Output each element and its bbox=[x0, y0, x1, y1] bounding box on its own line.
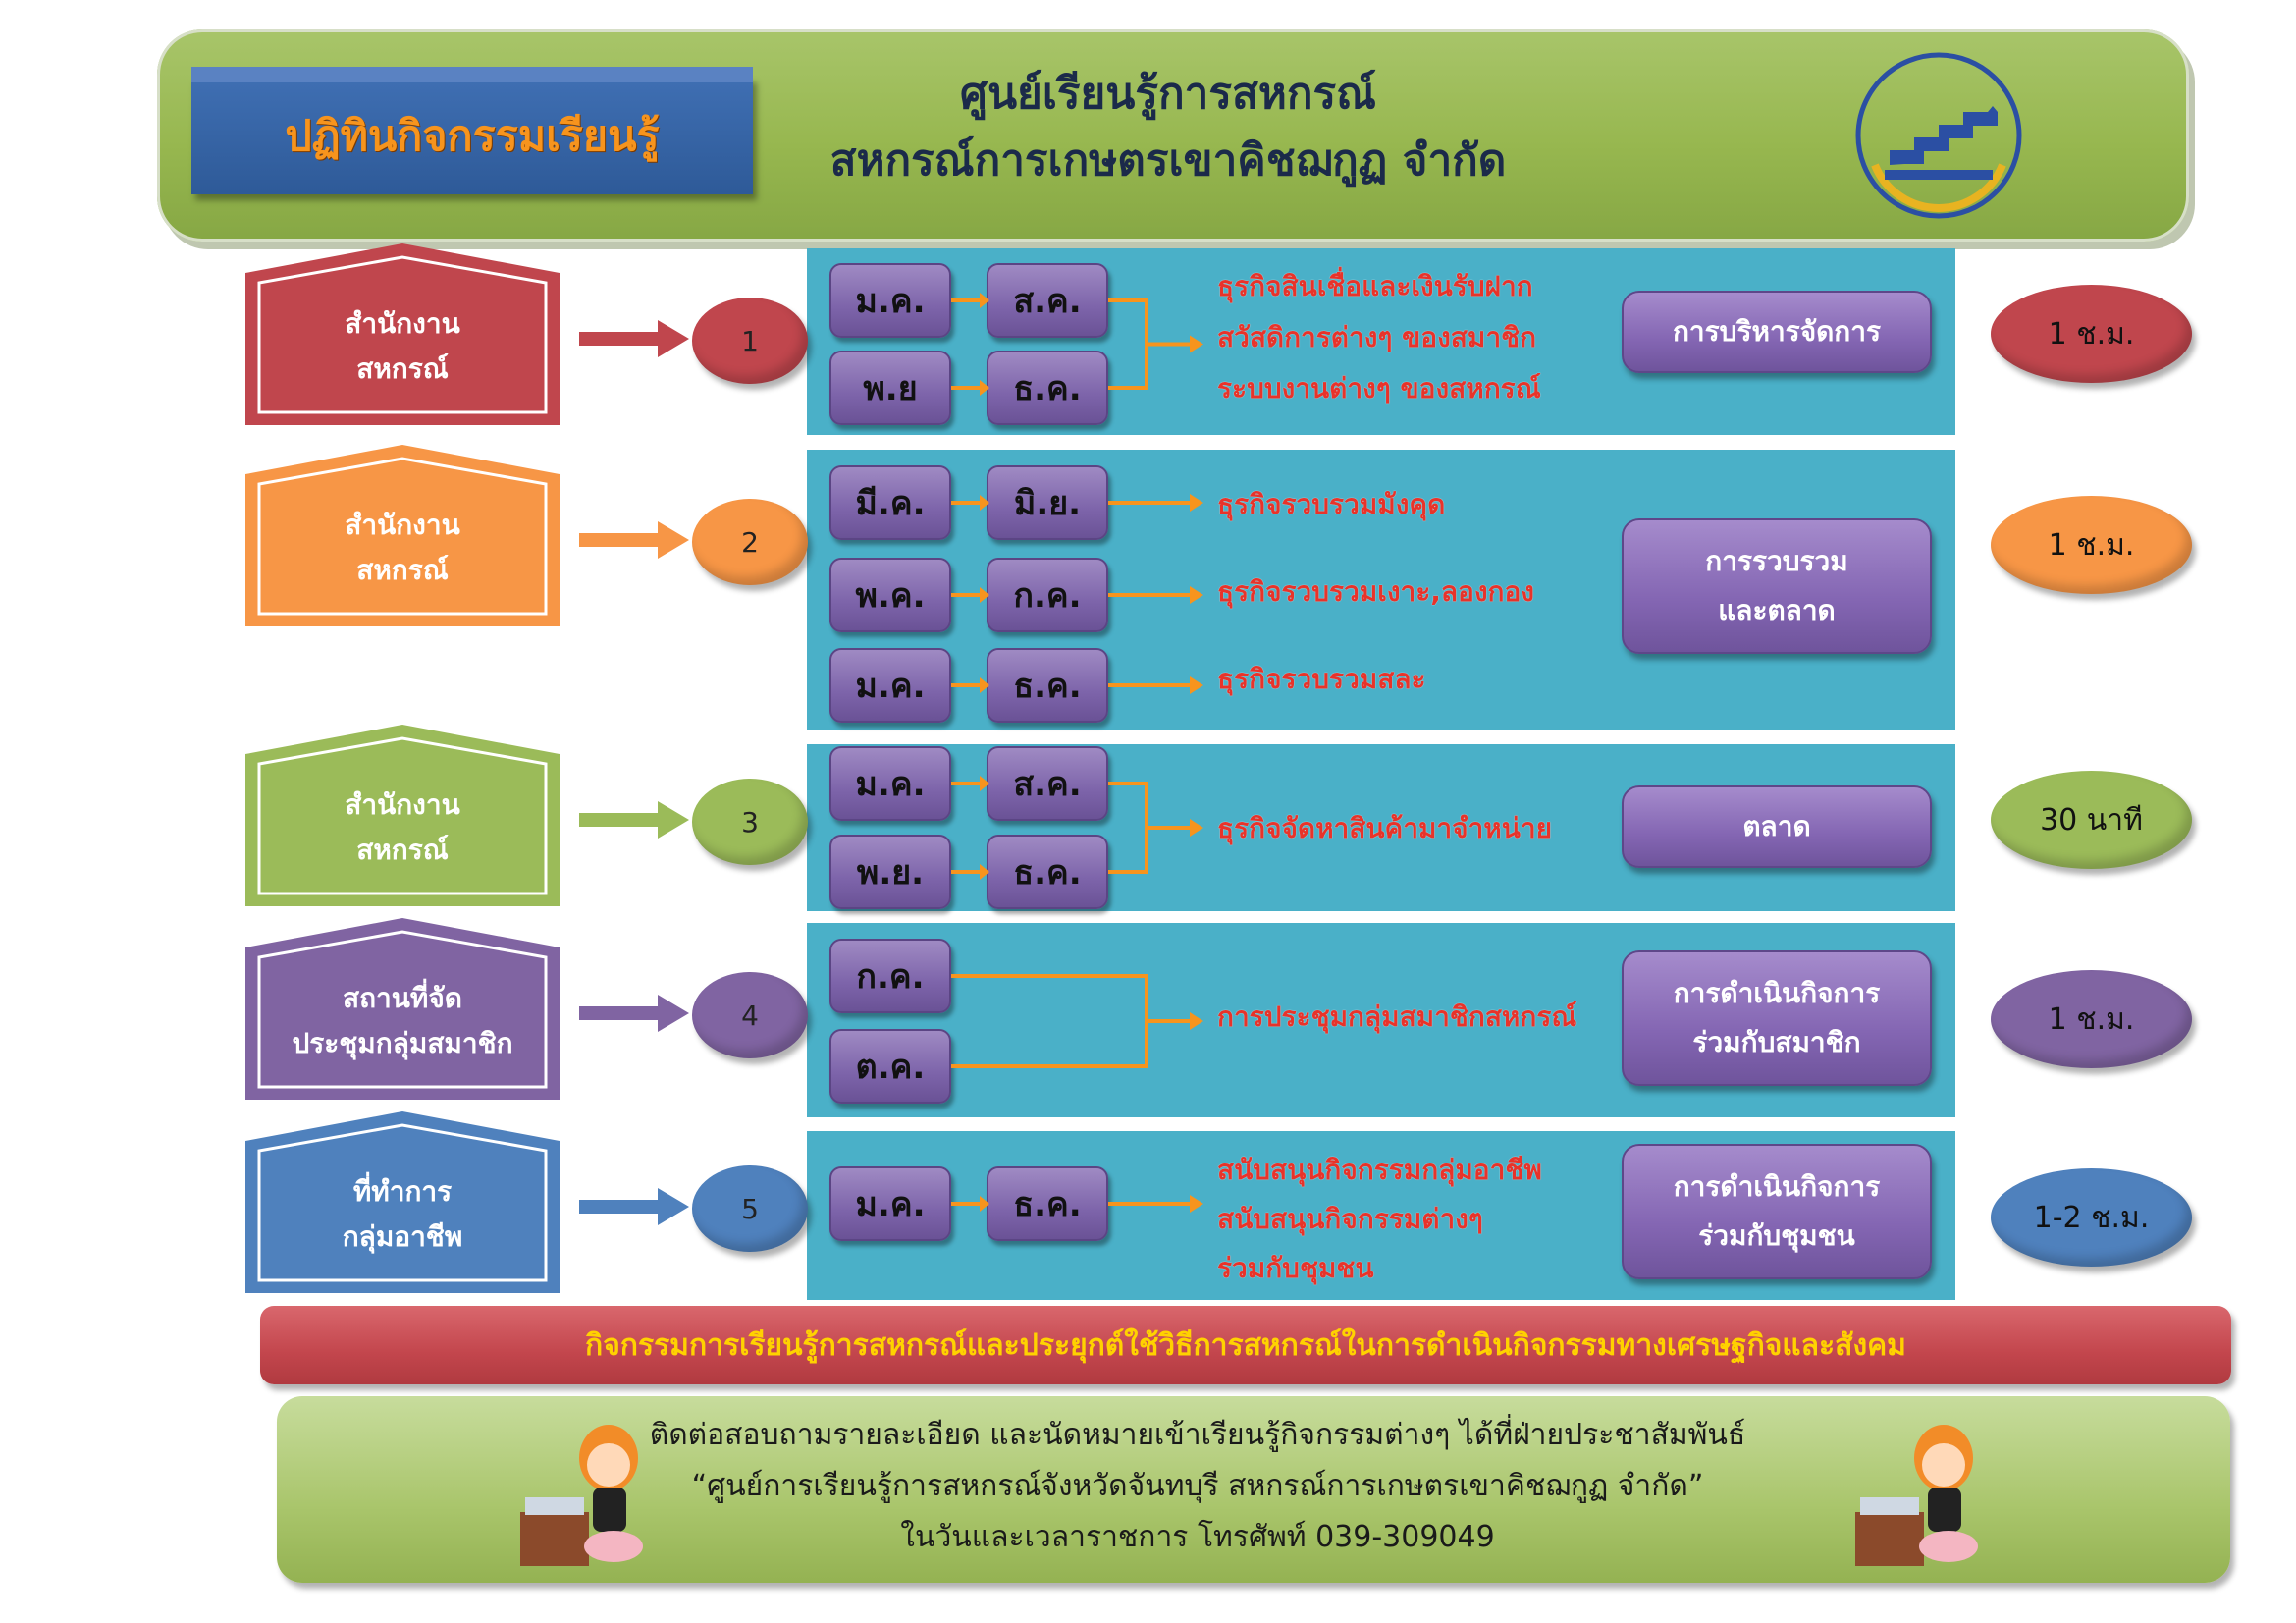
category-box: การบริหารจัดการ bbox=[1622, 291, 1932, 373]
activity-text: ธุรกิจรวบรวมสละ bbox=[1217, 663, 1426, 695]
duration-badge: 30 นาที bbox=[1991, 771, 2192, 869]
calendar-badge-label: ปฏิทินกิจกรรมเรียนรู้ bbox=[285, 112, 660, 161]
month-box: ส.ค. bbox=[987, 263, 1108, 338]
month-box: พ.ย bbox=[829, 351, 951, 425]
page-title: ศูนย์เรียนรู้การสหกรณ์ สหกรณ์การเกษตรเขา… bbox=[687, 61, 1649, 194]
month-box: ส.ค. bbox=[987, 746, 1108, 821]
location-label: สถานที่จัด bbox=[343, 982, 462, 1014]
location-label: สหกรณ์ bbox=[356, 352, 449, 385]
right-arrow-icon bbox=[579, 521, 689, 559]
right-arrow-icon bbox=[579, 1188, 689, 1225]
location-label: สำนักงาน bbox=[345, 509, 460, 541]
duration-badge: 1-2 ช.ม. bbox=[1991, 1168, 2192, 1267]
step-number: 1 bbox=[692, 298, 808, 384]
month-box: ธ.ค. bbox=[987, 1166, 1108, 1241]
activity-text: สนับสนุนกิจกรรมต่างๆ bbox=[1217, 1203, 1483, 1235]
receptionist-icon bbox=[520, 1425, 643, 1566]
contact-line-2: “ศูนย์การเรียนรู้การสหกรณ์จังหวัดจันทบุร… bbox=[691, 1469, 1704, 1503]
month-box: ม.ค. bbox=[829, 1166, 951, 1241]
contact-line-1: ติดต่อสอบถามรายละเอียด และนัดหมายเข้าเรี… bbox=[649, 1418, 1746, 1452]
summary-banner-text: กิจกรรมการเรียนรู้การสหกรณ์และประยุกต์ใช… bbox=[585, 1327, 1906, 1363]
location-label: สหกรณ์ bbox=[356, 834, 449, 866]
activity-text: สวัสดิการต่างๆ ของสมาชิก bbox=[1217, 321, 1537, 353]
activity-text: การประชุมกลุ่มสมาชิกสหกรณ์ bbox=[1217, 1001, 1577, 1033]
category-box: การดำเนินกิจการร่วมกับชุมชน bbox=[1622, 1144, 1932, 1279]
cooperative-logo-icon bbox=[1855, 52, 2022, 219]
location-label: สำนักงาน bbox=[345, 788, 460, 821]
step-number: 5 bbox=[692, 1165, 808, 1252]
location-house-icon bbox=[245, 1111, 560, 1293]
month-box: มี.ค. bbox=[829, 465, 951, 540]
step-number: 2 bbox=[692, 499, 808, 585]
receptionist-icon bbox=[1855, 1425, 1978, 1566]
activity-text: ร่วมกับชุมชน bbox=[1217, 1252, 1374, 1284]
month-box: ม.ค. bbox=[829, 648, 951, 723]
activity-text: ธุรกิจจัดหาสินค้ามาจำหน่าย bbox=[1217, 812, 1552, 844]
location-house-icon bbox=[245, 445, 560, 626]
month-box: ก.ค. bbox=[829, 939, 951, 1013]
title-line-1: ศูนย์เรียนรู้การสหกรณ์ bbox=[960, 69, 1376, 119]
location-label: ที่ทำการ bbox=[352, 1175, 453, 1208]
title-line-2: สหกรณ์การเกษตรเขาคิชฌกูฏ จำกัด bbox=[829, 135, 1507, 186]
location-house-icon bbox=[245, 918, 560, 1100]
month-box: ต.ค. bbox=[829, 1029, 951, 1104]
contact-line-3: ในวันและเวลาราชการ โทรศัพท์ 039-309049 bbox=[900, 1520, 1495, 1554]
month-box: ธ.ค. bbox=[987, 835, 1108, 909]
activity-text: ธุรกิจรวบรวมมังคุด bbox=[1217, 488, 1446, 520]
category-box: ตลาด bbox=[1622, 785, 1932, 868]
right-arrow-icon bbox=[579, 995, 689, 1032]
location-label: สหกรณ์ bbox=[356, 554, 449, 586]
right-arrow-icon bbox=[579, 320, 689, 357]
month-box: ม.ค. bbox=[829, 746, 951, 821]
location-label: สำนักงาน bbox=[345, 307, 460, 340]
step-number: 4 bbox=[692, 972, 808, 1058]
month-box: ก.ค. bbox=[987, 558, 1108, 632]
duration-badge: 1 ช.ม. bbox=[1991, 970, 2192, 1068]
month-box: พ.ค. bbox=[829, 558, 951, 632]
category-box: การดำเนินกิจการร่วมกับสมาชิก bbox=[1622, 950, 1932, 1086]
month-box: พ.ย. bbox=[829, 835, 951, 909]
activity-text: สนับสนุนกิจกรรมกลุ่มอาชีพ bbox=[1217, 1154, 1542, 1186]
location-label: ประชุมกลุ่มสมาชิก bbox=[292, 1027, 513, 1059]
month-box: ม.ค. bbox=[829, 263, 951, 338]
duration-badge: 1 ช.ม. bbox=[1991, 285, 2192, 383]
location-house-icon bbox=[245, 725, 560, 906]
step-number: 3 bbox=[692, 779, 808, 865]
month-box: ธ.ค. bbox=[987, 648, 1108, 723]
category-box: การรวบรวมและตลาด bbox=[1622, 518, 1932, 654]
contact-info: ติดต่อสอบถามรายละเอียด และนัดหมายเข้าเรี… bbox=[609, 1410, 1787, 1563]
month-box: ธ.ค. bbox=[987, 351, 1108, 425]
activity-text: ระบบงานต่างๆ ของสหกรณ์ bbox=[1217, 372, 1541, 405]
activity-text: ธุรกิจรวบรวมเงาะ,ลองกอง bbox=[1217, 575, 1534, 608]
calendar-badge: ปฏิทินกิจกรรมเรียนรู้ bbox=[191, 67, 753, 194]
location-house-icon bbox=[245, 243, 560, 425]
summary-banner: กิจกรรมการเรียนรู้การสหกรณ์และประยุกต์ใช… bbox=[260, 1306, 2231, 1384]
duration-badge: 1 ช.ม. bbox=[1991, 496, 2192, 594]
right-arrow-icon bbox=[579, 801, 689, 839]
month-box: มิ.ย. bbox=[987, 465, 1108, 540]
activity-text: ธุรกิจสินเชื่อและเงินรับฝาก bbox=[1217, 270, 1533, 302]
location-label: กลุ่มอาชีพ bbox=[342, 1220, 463, 1253]
